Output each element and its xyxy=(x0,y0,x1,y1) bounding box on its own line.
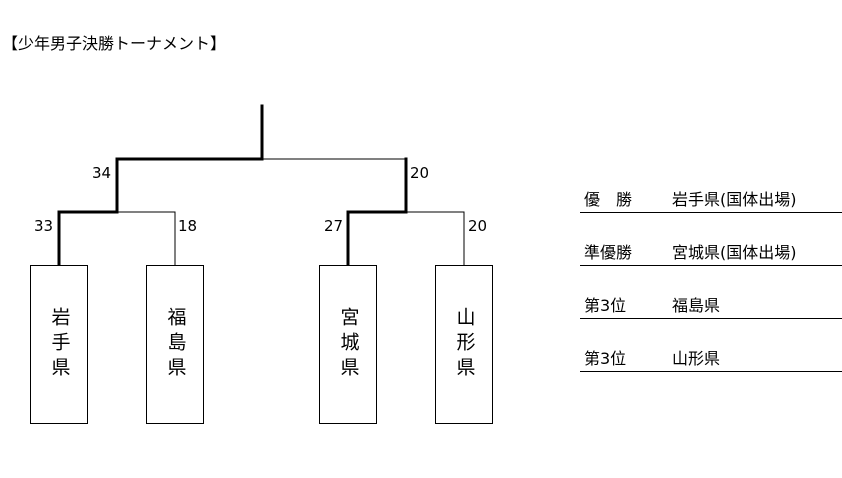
bracket-line-semi1-left xyxy=(57,210,119,267)
score-final-right: 20 xyxy=(410,164,430,182)
team-name: 岩手県 xyxy=(48,307,71,382)
result-rank: 優勝 xyxy=(584,190,649,209)
result-team: 山形県 xyxy=(672,349,721,368)
result-row-runner-up: 準優勝 宮城県(国体出場) xyxy=(580,241,842,266)
score-semi2-left: 27 xyxy=(324,217,344,235)
team-name: 宮城県 xyxy=(337,307,360,382)
result-team: 宮城県(国体出場) xyxy=(672,243,797,262)
bracket-line-final-left xyxy=(115,157,264,214)
result-row-third-1: 第3位 福島県 xyxy=(580,294,842,319)
bracket-line-semi1-right xyxy=(117,211,176,265)
result-rank: 第3位 xyxy=(584,349,627,368)
score-semi2-right: 20 xyxy=(468,217,488,235)
score-semi1-left: 33 xyxy=(34,217,54,235)
team-box-2: 福島県 xyxy=(146,265,204,424)
team-name: 福島県 xyxy=(164,307,187,382)
result-row-champion: 優勝 岩手県(国体出場) xyxy=(580,188,842,213)
team-box-3: 宮城県 xyxy=(319,265,377,424)
bracket-line-semi2-left xyxy=(346,157,408,267)
score-final-left: 34 xyxy=(92,164,112,182)
bracket-line-semi2-right xyxy=(406,211,465,265)
result-team: 福島県 xyxy=(672,296,721,315)
score-semi1-right: 18 xyxy=(178,217,198,235)
team-name: 山形県 xyxy=(453,307,476,382)
result-rank: 第3位 xyxy=(584,296,627,315)
team-box-1: 岩手県 xyxy=(30,265,88,424)
result-rank: 準優勝 xyxy=(584,243,633,262)
page-title: 【少年男子決勝トーナメント】 xyxy=(2,34,227,53)
result-team: 岩手県(国体出場) xyxy=(672,190,797,209)
result-row-third-2: 第3位 山形県 xyxy=(580,347,842,372)
team-box-4: 山形県 xyxy=(435,265,493,424)
